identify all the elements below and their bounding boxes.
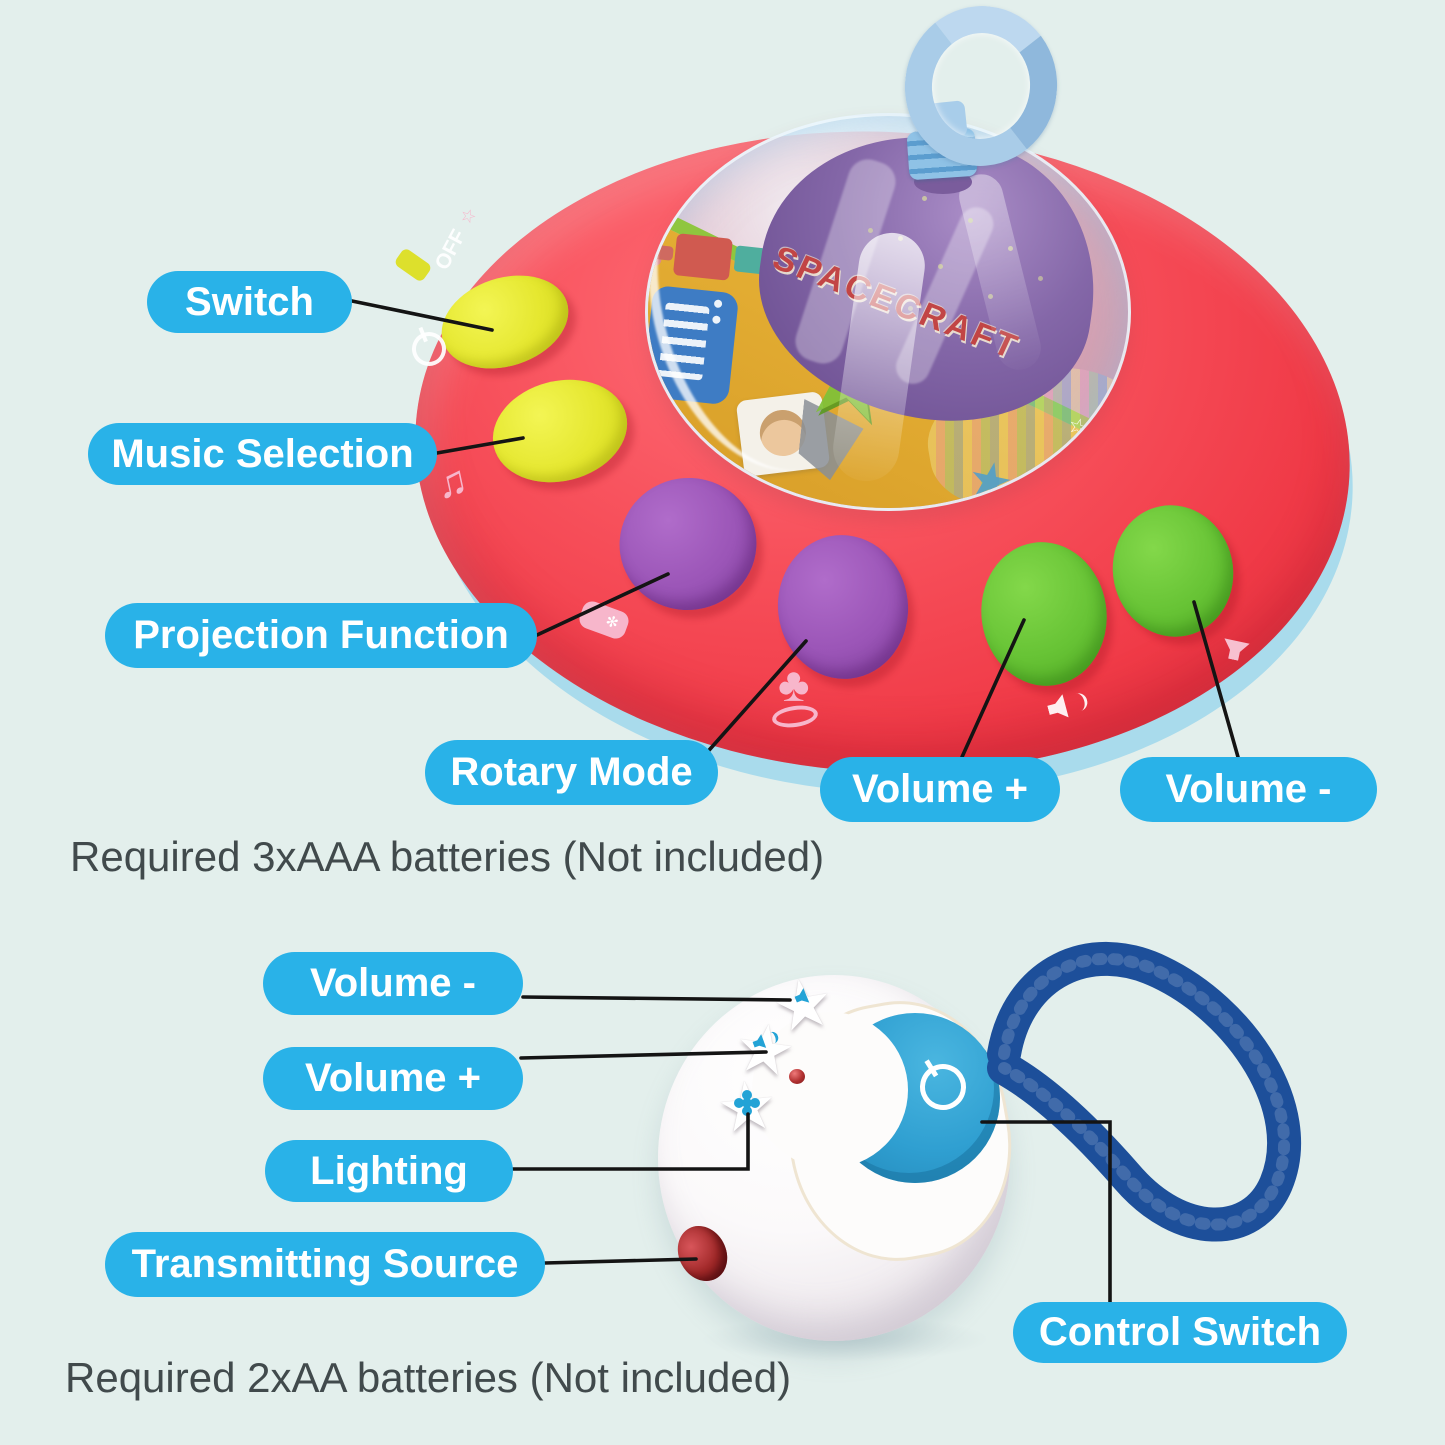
moon-cutout [752, 1012, 908, 1168]
battery-note-saucer: Required 3xAAA batteries (Not included) [70, 833, 825, 880]
label-switch: Switch [147, 271, 352, 333]
label-control-switch: Control Switch [1013, 1302, 1347, 1363]
battery-note-remote: Required 2xAA batteries (Not included) [65, 1354, 792, 1401]
label-volume-minus-top: Volume - [1120, 757, 1377, 822]
label-volume-plus-top: Volume + [820, 757, 1060, 822]
label-rotary-mode: Rotary Mode [425, 740, 718, 805]
tree-icon: ♣ [778, 659, 810, 712]
projection-dome: ★ ☆ ☆ ☆ ★ SPACECRAFT [645, 113, 1131, 511]
label-volume-minus-remote: Volume - [263, 952, 523, 1015]
label-transmitting-source: Transmitting Source [105, 1232, 545, 1297]
label-projection-function: Projection Function [105, 603, 537, 668]
led-indicator [789, 1069, 805, 1084]
label-lighting: Lighting [265, 1140, 513, 1202]
label-music-selection: Music Selection [88, 423, 437, 485]
label-volume-plus-remote: Volume + [263, 1047, 523, 1110]
flower-light-icon [742, 1098, 752, 1108]
